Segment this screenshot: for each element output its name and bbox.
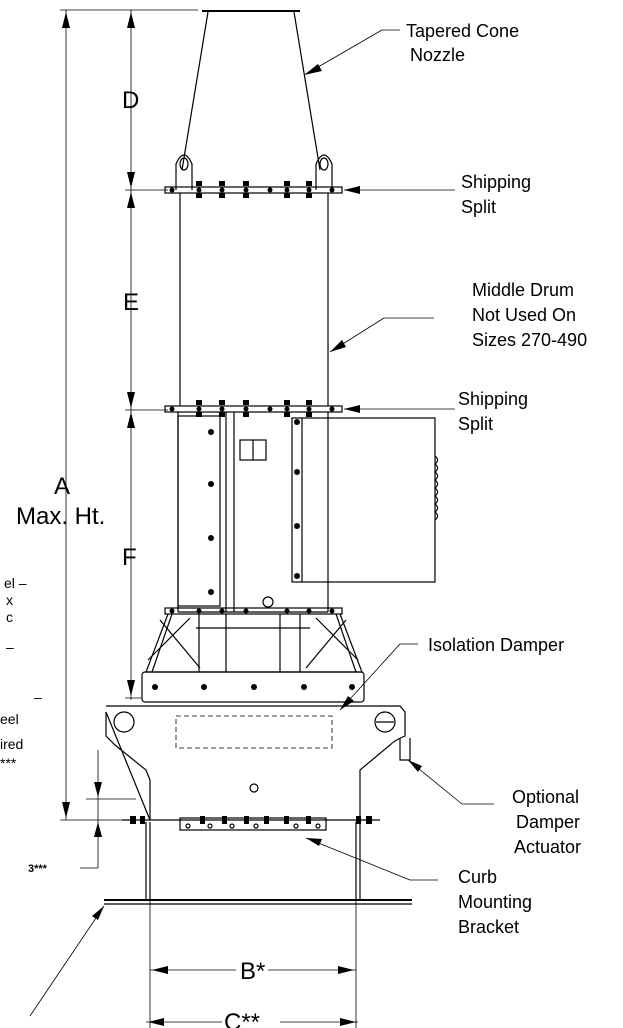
transition-section bbox=[145, 613, 363, 673]
cut-text-3: c bbox=[6, 609, 13, 625]
curb-section bbox=[104, 816, 412, 905]
shipping-split-top-label-2: Split bbox=[461, 197, 496, 217]
middle-drum bbox=[179, 193, 329, 406]
dimension-b-label: B* bbox=[240, 958, 265, 985]
dimension-three-label: 3*** bbox=[28, 863, 48, 875]
base-flange bbox=[164, 607, 343, 615]
optional-damper-label-2: Damper bbox=[516, 812, 580, 832]
optional-damper-label-3: Actuator bbox=[514, 837, 581, 857]
tapered-cone-label-2: Nozzle bbox=[410, 45, 465, 65]
cut-text-8: *** bbox=[0, 755, 17, 771]
curb-bracket-label-2: Mounting bbox=[458, 892, 532, 912]
top-shipping-flange bbox=[164, 181, 343, 198]
cut-text-4: – bbox=[6, 639, 14, 655]
dimension-d-label: D bbox=[122, 87, 139, 114]
dimension-e-label: E bbox=[123, 289, 139, 316]
dimension-c-label: C** bbox=[224, 1009, 260, 1028]
tapered-cone-label-1: Tapered Cone bbox=[406, 21, 519, 41]
cut-text-7: ired bbox=[0, 736, 23, 752]
bottom-shipping-flange bbox=[164, 400, 343, 417]
optional-damper-label-1: Optional bbox=[512, 787, 579, 807]
callout-labels: Tapered Cone Nozzle Shipping Split Middl… bbox=[406, 21, 587, 937]
dimension-a-subtitle: Max. Ht. bbox=[16, 503, 105, 530]
shipping-split-bottom-label-2: Split bbox=[458, 414, 493, 434]
shipping-split-bottom-label-1: Shipping bbox=[458, 389, 528, 409]
damper-housing bbox=[105, 671, 411, 821]
cut-text-5: – bbox=[34, 689, 42, 705]
cut-text-1: el – bbox=[4, 575, 27, 591]
middle-drum-label-3: Sizes 270-490 bbox=[472, 330, 587, 350]
dimension-f-label: F bbox=[122, 544, 137, 571]
cut-text-2: x bbox=[6, 592, 13, 608]
dimension-labels: A Max. Ht. D E F B* C** 3*** bbox=[16, 87, 265, 1028]
dimension-a-label: A bbox=[54, 473, 70, 500]
cut-off-note: el – x c – – eel ired *** bbox=[0, 575, 42, 771]
middle-drum-label-1: Middle Drum bbox=[472, 280, 574, 300]
leader-lines bbox=[29, 29, 494, 1017]
tapered-cone-nozzle bbox=[175, 10, 333, 190]
motor-section bbox=[177, 412, 439, 613]
cut-text-6: eel bbox=[0, 711, 19, 727]
dimension-lines bbox=[60, 9, 358, 1028]
shipping-split-top-label-1: Shipping bbox=[461, 172, 531, 192]
curb-bracket-label-3: Bracket bbox=[458, 917, 519, 937]
isolation-damper-label: Isolation Damper bbox=[428, 635, 564, 655]
curb-bracket-label-1: Curb bbox=[458, 867, 497, 887]
middle-drum-label-2: Not Used On bbox=[472, 305, 576, 325]
